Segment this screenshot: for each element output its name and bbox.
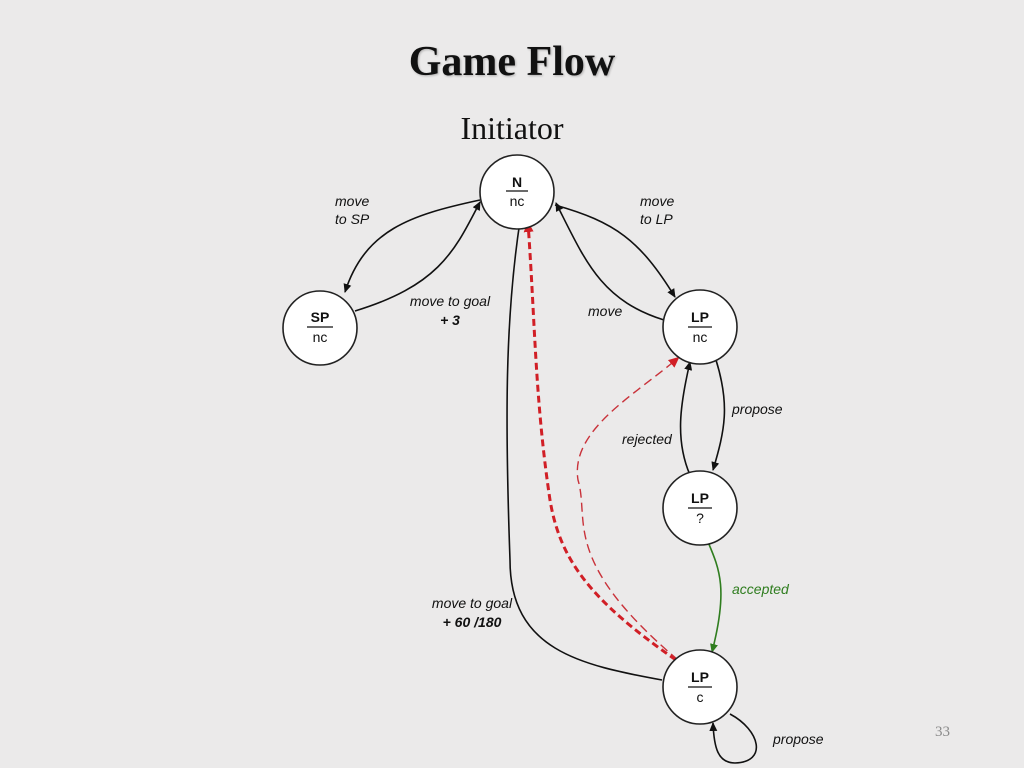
node-n-bottom: nc (510, 193, 525, 209)
edge-sp-to-n (354, 201, 481, 312)
node-lp-c-top: LP (691, 669, 709, 685)
slide-title: Game Flow (408, 39, 616, 85)
label-move-to-sp-line1: move (335, 193, 369, 209)
slide-subtitle: Initiator (460, 110, 564, 146)
label-move-to-goal-lp: move to goal (432, 595, 513, 611)
edge-rejected (679, 361, 693, 476)
edge-lp-to-n (555, 202, 665, 321)
edge-n-to-lp (554, 204, 676, 298)
node-lp-question: LP ? (662, 470, 738, 546)
node-sp-bottom: nc (313, 329, 328, 345)
label-propose: propose (731, 401, 783, 417)
label-rejected: rejected (622, 431, 673, 447)
node-sp-top: SP (311, 309, 330, 325)
node-lp-nc: LP nc (662, 289, 738, 365)
label-propose-loop: propose (772, 731, 824, 747)
node-lp-c: LP c (662, 649, 738, 725)
edge-n-to-sp (343, 199, 481, 293)
node-lp-question-top: LP (691, 490, 709, 506)
label-move: move (588, 303, 622, 319)
node-n: N nc (479, 154, 555, 230)
node-lp-question-bottom: ? (696, 510, 704, 526)
node-sp: SP nc (282, 290, 358, 366)
page-number: 33 (935, 724, 950, 740)
label-accepted: accepted (732, 581, 790, 597)
edge-red-thin (576, 356, 680, 661)
node-n-top: N (512, 174, 522, 190)
edge-red-thick (523, 221, 677, 662)
node-lp-nc-bottom: nc (693, 329, 708, 345)
label-move-to-sp-line2: to SP (335, 211, 370, 227)
node-lp-c-bottom: c (697, 689, 704, 705)
label-plus-60-180: + 60 /180 (443, 614, 502, 630)
edge-accepted (707, 541, 722, 653)
label-move-to-goal-sp: move to goal (410, 293, 491, 309)
label-plus-3: + 3 (440, 312, 460, 328)
edge-propose-loop (709, 713, 757, 764)
edge-lpc-to-n (506, 220, 663, 681)
node-lp-nc-top: LP (691, 309, 709, 325)
label-move-to-lp-line1: move (640, 193, 674, 209)
edge-propose (711, 359, 726, 471)
label-move-to-lp-line2: to LP (640, 211, 673, 227)
